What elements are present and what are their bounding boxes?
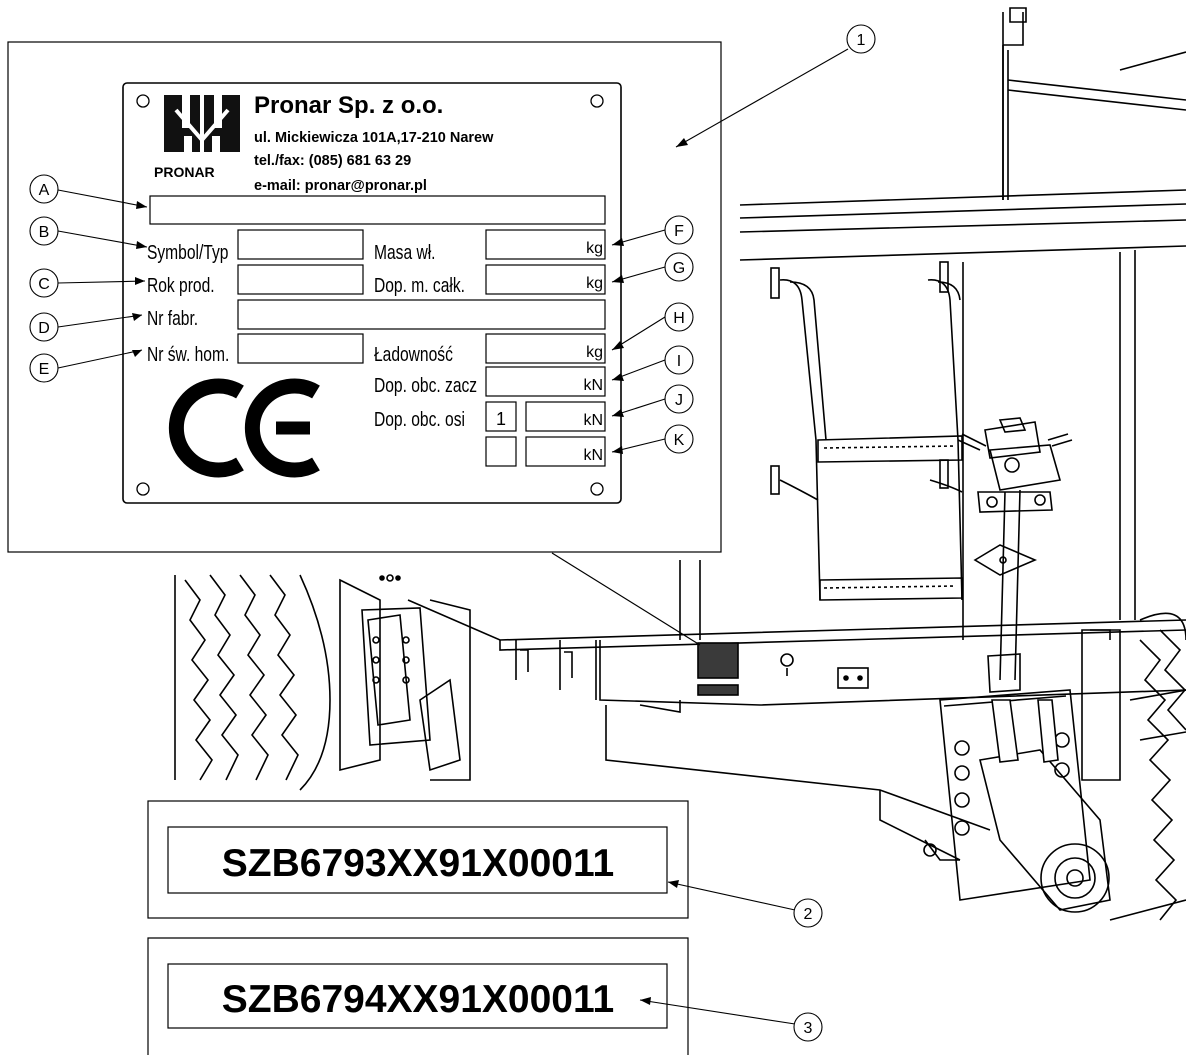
label-axle-load: Dop. obc. osi xyxy=(374,408,465,430)
axle-number: 1 xyxy=(496,409,506,429)
callout-e: E xyxy=(39,361,50,378)
logo-text: PRONAR xyxy=(154,164,215,180)
unit-mass: kg xyxy=(586,240,603,257)
field-mass-box xyxy=(485,229,606,260)
callout-d: D xyxy=(38,320,50,337)
nameplate-panel: PRONAR Pronar Sp. z o.o. ul. Mickiewicza… xyxy=(7,41,722,553)
callout-h: H xyxy=(673,310,685,327)
wheel-left xyxy=(174,574,471,791)
ce-mark xyxy=(168,378,320,478)
label-homologation: Nr św. hom. xyxy=(147,343,229,365)
unit-capacity: kg xyxy=(586,344,603,361)
callout-1-group xyxy=(675,24,876,148)
vin-number-1: SZB6793XX91X00011 xyxy=(222,842,614,885)
unit-axle-load-1: kN xyxy=(583,412,603,429)
field-a-box xyxy=(149,195,606,225)
callout-k: K xyxy=(674,432,685,449)
nameplate xyxy=(122,82,622,504)
label-year: Rok prod. xyxy=(147,274,215,296)
mounting-holes xyxy=(136,94,604,496)
label-symbol-type: Symbol/Typ xyxy=(147,241,228,263)
field-capacity-box xyxy=(485,333,606,364)
unit-hitch-load: kN xyxy=(583,377,603,394)
field-axle-number-box-1 xyxy=(485,401,517,432)
field-axle-load-box-1 xyxy=(525,401,606,432)
frame-rail xyxy=(407,560,1186,831)
vin-number-2: SZB6794XX91X00011 xyxy=(222,978,614,1021)
field-symbol-box xyxy=(237,229,364,260)
drawbar xyxy=(879,629,1121,913)
callout-c: C xyxy=(38,276,50,293)
callouts-vin xyxy=(639,880,823,1042)
company-phone: tel./fax: (085) 681 63 29 xyxy=(254,153,411,169)
company-email: e-mail: pronar@pronar.pl xyxy=(254,178,427,194)
pronar-logo: PRONAR xyxy=(154,95,240,180)
box-rails xyxy=(739,189,1186,640)
vin-plate-1 xyxy=(147,800,689,919)
ladder xyxy=(770,261,963,601)
label-serial: Nr fabr. xyxy=(147,307,198,329)
field-serial-box xyxy=(237,299,606,330)
company-name: Pronar Sp. z o.o. xyxy=(254,92,443,119)
callouts-letters xyxy=(29,174,694,454)
callout-f: F xyxy=(674,223,684,240)
trailer-illustration xyxy=(174,7,1186,921)
callout-a: A xyxy=(39,182,50,199)
callout-i: I xyxy=(677,353,681,370)
plate-leader-line xyxy=(551,552,701,646)
label-mass: Masa wł. xyxy=(374,241,436,263)
field-gross-mass-box xyxy=(485,264,606,295)
vin-plate-2 xyxy=(147,937,689,1055)
field-homologation-box xyxy=(237,333,364,364)
unit-axle-load-2: kN xyxy=(583,447,603,464)
label-hitch-load: Dop. obc. zacz xyxy=(374,374,477,396)
callout-3: 3 xyxy=(804,1020,813,1037)
label-gross-mass: Dop. m. całk. xyxy=(374,274,465,296)
wheel-right xyxy=(1109,612,1186,921)
callout-1: 1 xyxy=(857,32,866,49)
field-axle-number-box-2 xyxy=(485,436,517,467)
callout-j: J xyxy=(675,392,683,409)
unit-gross-mass: kg xyxy=(586,275,603,292)
company-address: ul. Mickiewicza 101A,17-210 Narew xyxy=(254,130,494,146)
callout-2: 2 xyxy=(804,906,813,923)
box-corner-post xyxy=(1002,7,1186,200)
field-year-box xyxy=(237,264,364,295)
label-capacity: Ładowność xyxy=(374,343,453,365)
callout-g: G xyxy=(673,260,685,277)
callout-b: B xyxy=(39,224,50,241)
field-hitch-load-box xyxy=(485,366,606,397)
light-bracket xyxy=(957,417,1073,693)
field-axle-load-box-2 xyxy=(525,436,606,467)
